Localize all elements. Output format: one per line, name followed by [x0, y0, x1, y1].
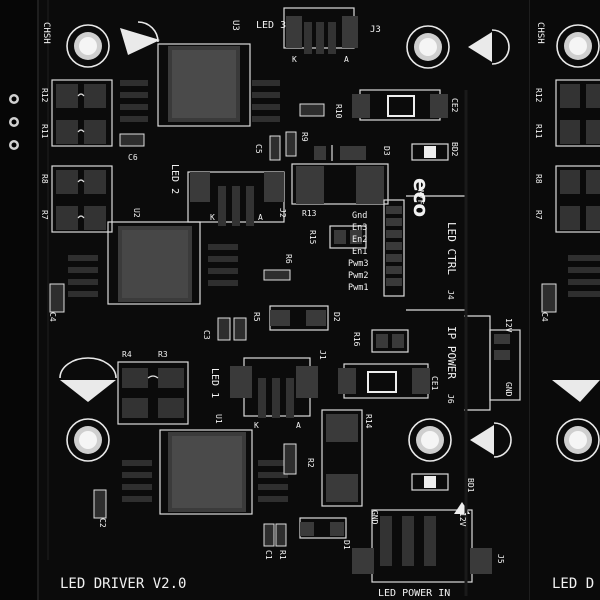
c4-label: C4: [48, 312, 57, 322]
r8-label: R8: [40, 174, 49, 184]
j1-label: J1: [318, 350, 327, 360]
mount-hole-right: [406, 25, 510, 69]
u2-label: U2: [132, 208, 141, 218]
r2-label: R2: [306, 458, 315, 468]
j2-header: [187, 171, 285, 226]
j2-a-label: A: [258, 213, 263, 222]
next-c4-label: C4: [540, 312, 549, 322]
eco-sub-label: M/F: [416, 190, 425, 205]
mount-hole-bottom-left: [59, 357, 117, 462]
j3-label: J3: [370, 25, 381, 35]
j1-header: [230, 357, 318, 418]
small-passives: [49, 103, 449, 547]
j5-12v-label: 12V: [458, 512, 467, 527]
c6-label: C6: [128, 153, 138, 162]
j5-label: J5: [496, 554, 505, 564]
r15-label: R15: [308, 230, 317, 245]
next-r12-label: R12: [534, 88, 543, 103]
j3-header: [283, 7, 358, 54]
next-chsh-label: CHSH: [535, 22, 545, 44]
j2-label: J2: [278, 208, 287, 218]
pin-en3: En3: [352, 223, 367, 233]
r7-label: R7: [40, 210, 49, 220]
board-title: LED DRIVER V2.0: [60, 576, 186, 592]
d3-label: D3: [382, 146, 391, 156]
ce2-capacitor: [352, 89, 448, 121]
mount-hole-bottom-right: [408, 418, 512, 462]
c1-label: C1: [264, 550, 273, 560]
r4-label: R4: [122, 350, 132, 359]
led1-label: LED 1: [209, 368, 220, 398]
j1-k-label: K: [254, 421, 259, 430]
j5-connector-body: [352, 502, 492, 583]
rail-holes: [9, 94, 19, 150]
led-power-in-label: LED POWER IN: [378, 588, 450, 599]
r11-label: R11: [40, 124, 49, 139]
next-r11-label: R11: [534, 124, 543, 139]
bd2-label: BD2: [450, 142, 459, 157]
pin-en2: En2: [352, 235, 367, 245]
r12-label: R12: [40, 88, 49, 103]
chsh-label: CHSH: [41, 22, 51, 44]
led-ctrl-label: LED CTRL: [445, 222, 458, 275]
u3-label: U3: [230, 20, 240, 31]
ce1-capacitor: [338, 363, 430, 399]
j6-12v-label: 12V: [504, 318, 513, 333]
ce1-label: CE1: [430, 376, 439, 391]
c5-label: C5: [254, 144, 263, 154]
pin-pwm3: Pwm3: [348, 259, 368, 269]
next-board-title: LED D: [552, 576, 594, 592]
r14-resistor: [321, 409, 363, 507]
r5-label: R5: [252, 312, 261, 322]
mount-hole-top: [66, 21, 160, 68]
ip-power-label: IP POWER: [445, 326, 458, 379]
pin-pwm1: Pwm1: [348, 283, 368, 293]
j6-connector-body: [464, 315, 521, 411]
j1-a-label: A: [296, 421, 301, 430]
j3-k-label: K: [292, 55, 297, 64]
u2-ic: [68, 221, 238, 305]
eco-logo: eco: [409, 178, 433, 217]
r13-resistor: [291, 163, 389, 205]
j2-k-label: K: [210, 213, 215, 222]
r10-label: R10: [334, 104, 343, 119]
resistor-block-r8-r7: [51, 165, 113, 233]
u3-ic: [120, 43, 280, 127]
pin-gnd: Gnd: [352, 211, 367, 221]
j6-label: J6: [446, 394, 455, 404]
next-r8-label: R8: [534, 174, 543, 184]
r1-label: R1: [278, 550, 287, 560]
d1-label: D1: [342, 540, 351, 550]
pin-en1: En1: [352, 247, 367, 257]
j4-label: J4: [446, 290, 455, 300]
j3-a-label: A: [344, 55, 349, 64]
led2-label: LED 2: [169, 164, 180, 194]
u1-ic: [122, 429, 288, 515]
d2-diode: [269, 305, 329, 331]
pin-pwm2: Pwm2: [348, 271, 368, 281]
r14-label: R14: [364, 414, 373, 429]
c3-label: C3: [202, 330, 211, 340]
d3-diode: [314, 145, 366, 161]
r13-label: R13: [302, 209, 317, 218]
r9-label: R9: [300, 132, 309, 142]
r3-label: R3: [158, 350, 168, 359]
next-r7-label: R7: [534, 210, 543, 220]
r6-label: R6: [284, 254, 293, 264]
d1-diode: [299, 517, 347, 539]
d2-label: D2: [332, 312, 341, 322]
led3-label: LED 3: [256, 20, 286, 31]
resistor-block-r12-r11: [51, 79, 113, 147]
c2-label: C2: [98, 518, 107, 528]
r16-label: R16: [352, 332, 361, 347]
j5-gnd-label: GND: [370, 510, 379, 525]
bd1-label: BD1: [466, 478, 475, 493]
next-panel-parts: [541, 24, 600, 462]
u1-label: U1: [214, 414, 223, 424]
ce2-label: CE2: [450, 98, 459, 113]
j6-gnd-label: GND: [504, 382, 513, 397]
resistor-block-r4-r3: [117, 361, 189, 425]
